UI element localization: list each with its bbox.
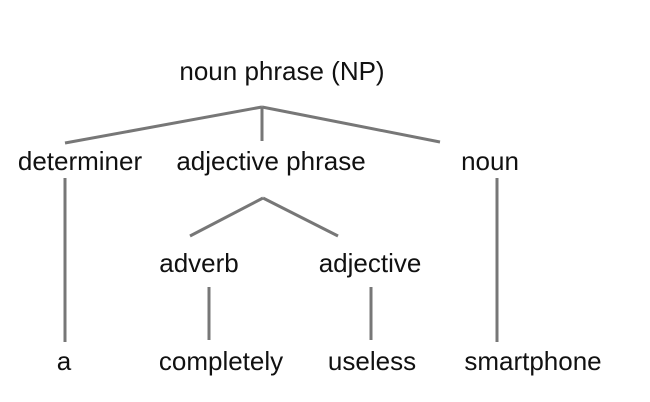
node-adjective: adjective [319, 248, 422, 278]
node-determiner: determiner [18, 146, 143, 176]
node-noun: noun [461, 146, 519, 176]
word-useless: useless [328, 346, 416, 376]
node-adverb: adverb [159, 248, 239, 278]
node-adjective-phrase: adjective phrase [176, 146, 365, 176]
edge-adjp-to-adverb [189, 196, 264, 238]
edge-np-to-noun [261, 105, 441, 144]
edge-adjp-to-adjective [262, 196, 339, 238]
word-smartphone: smartphone [464, 346, 601, 376]
edge-np-to-determiner [64, 105, 263, 145]
word-a: a [57, 346, 72, 376]
word-completely: completely [159, 346, 283, 376]
node-noun-phrase: noun phrase (NP) [179, 56, 384, 86]
